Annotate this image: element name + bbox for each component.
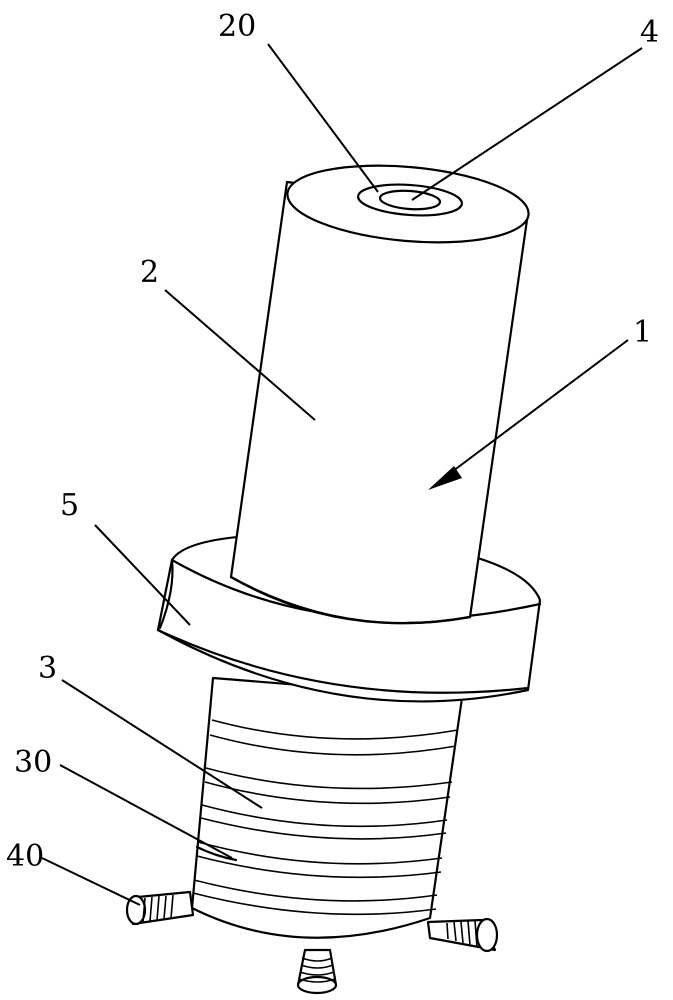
foot-bottom: [298, 950, 336, 993]
cylinder-body: [231, 157, 532, 624]
leader-40: [42, 858, 140, 905]
foot-right: [428, 919, 497, 951]
label-40: 40: [6, 839, 44, 874]
label-20: 20: [218, 9, 256, 44]
label-5: 5: [60, 488, 79, 523]
label-30: 30: [14, 745, 52, 780]
foot-left: [127, 892, 193, 924]
leader-4: [412, 48, 642, 200]
threaded-shaft: [192, 678, 462, 938]
label-2: 2: [140, 255, 159, 290]
label-1: 1: [633, 315, 652, 350]
label-3: 3: [38, 651, 57, 686]
label-4: 4: [640, 15, 659, 50]
